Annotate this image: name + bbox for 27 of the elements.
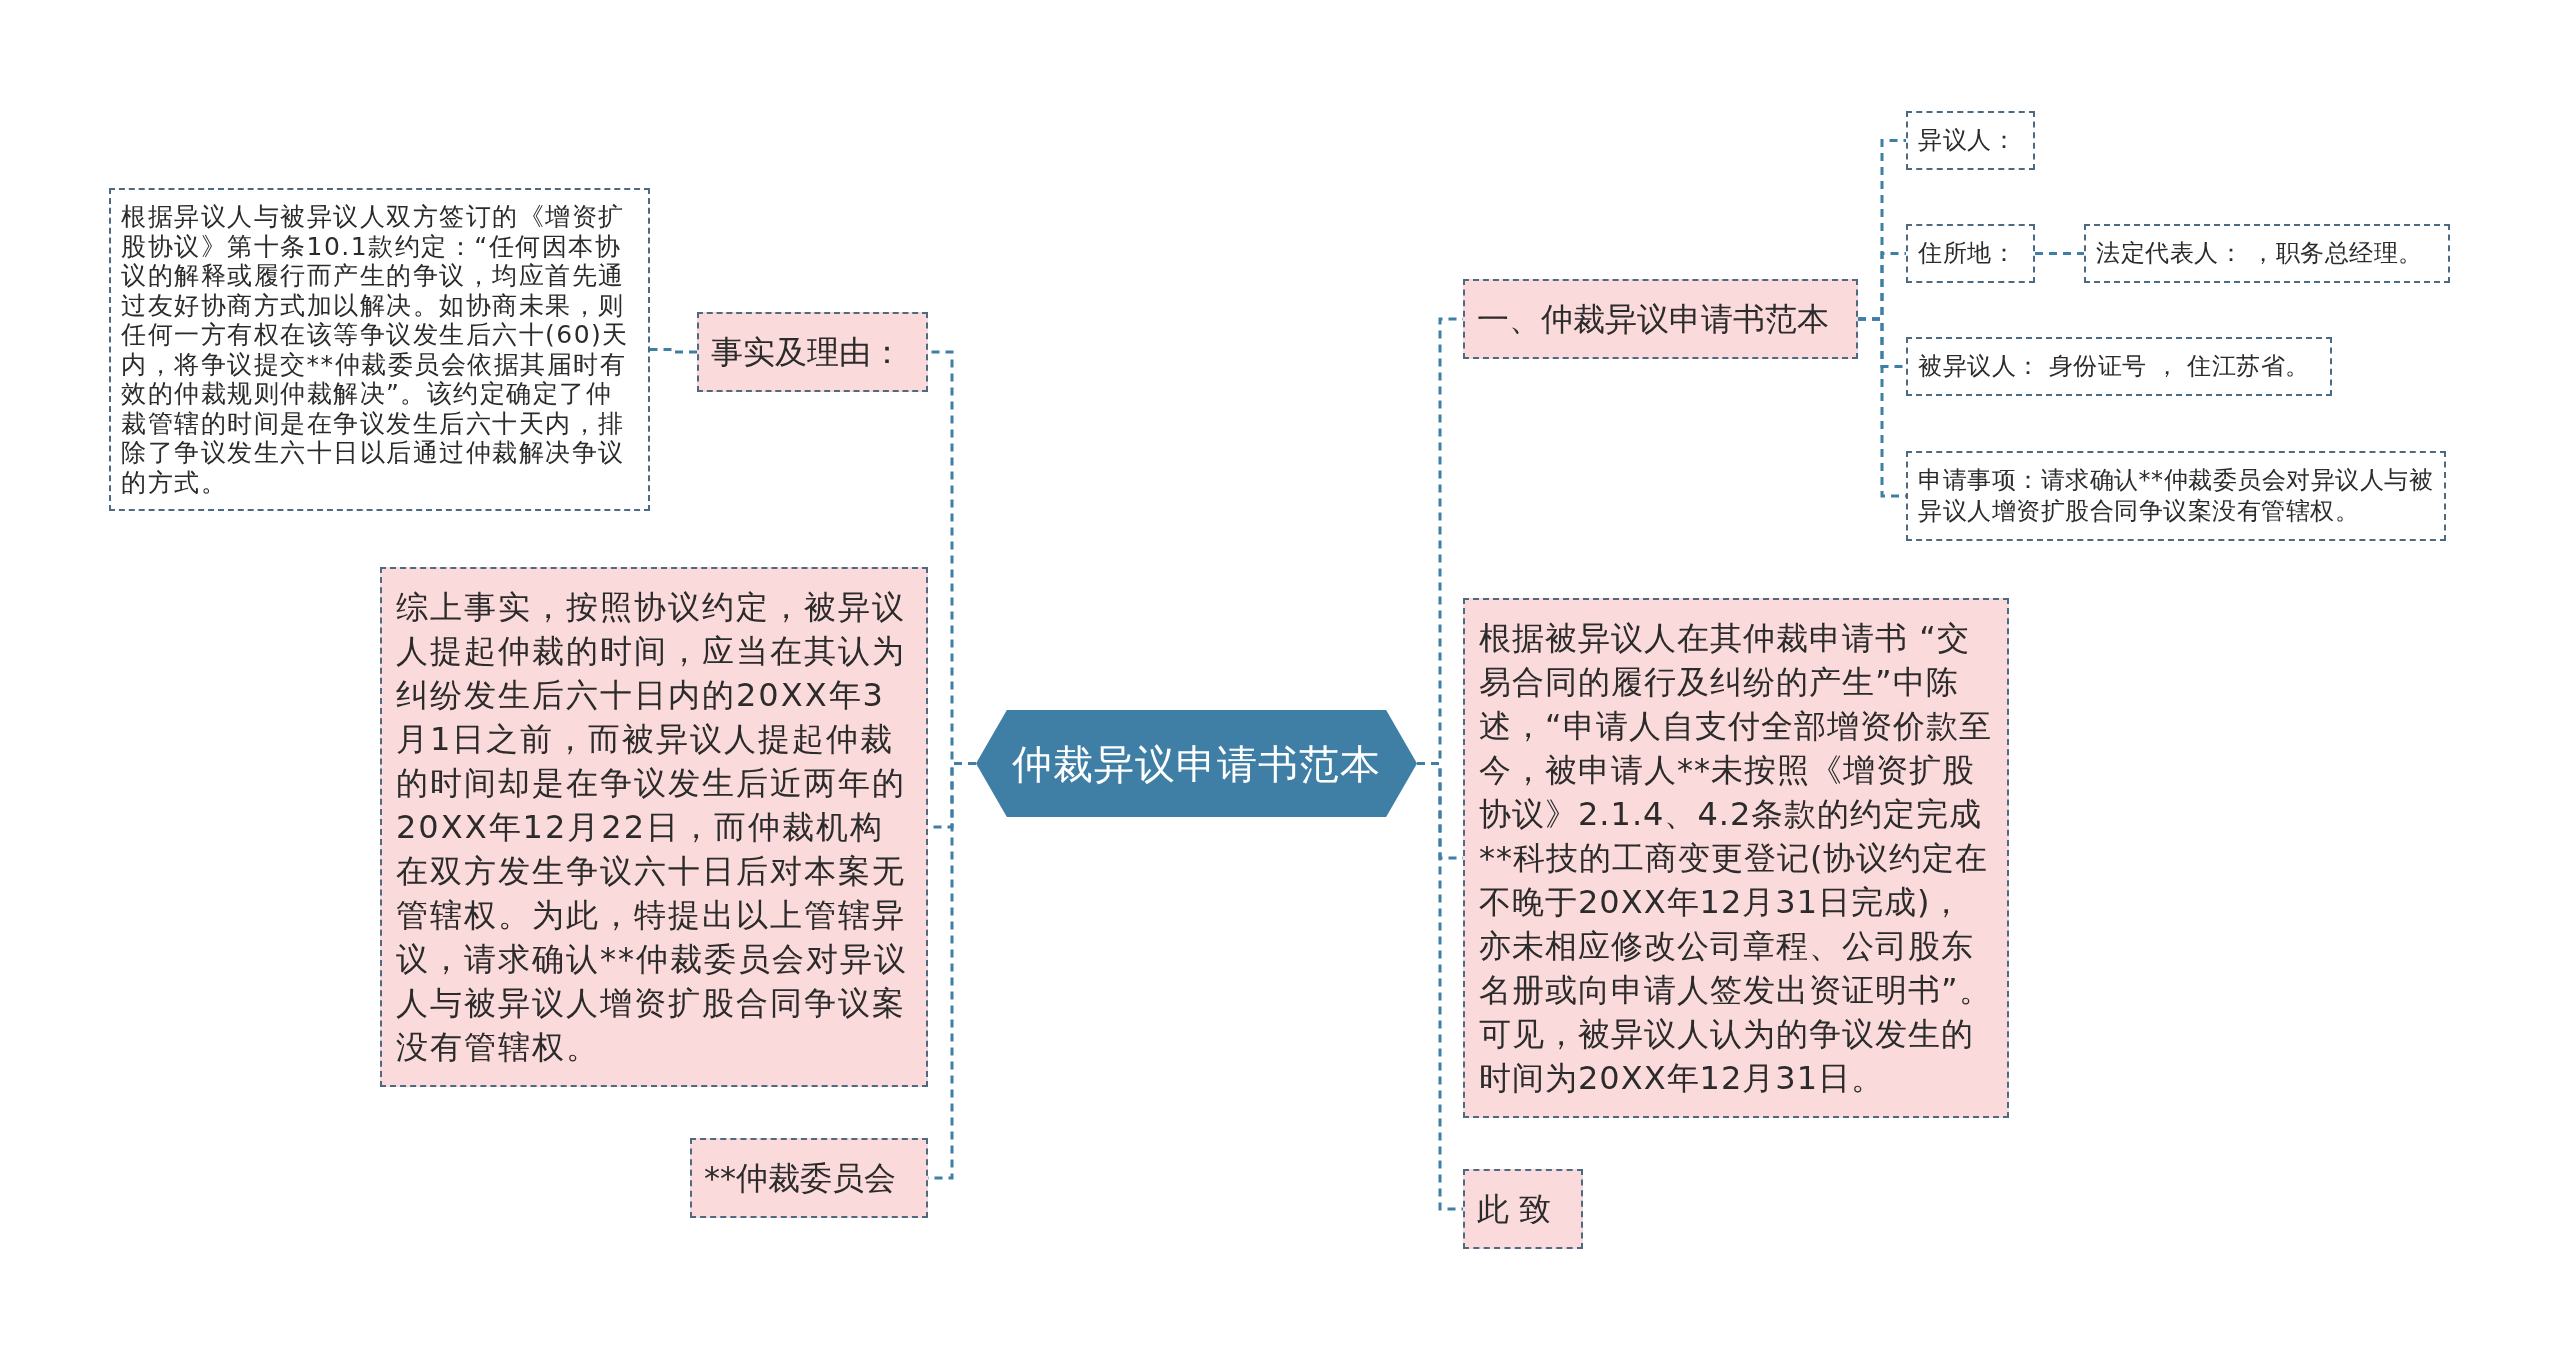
- node-text: 根据异议人与被异议人双方签订的《增资扩股协议》第十条10.1款约定：“任何因本协议的解释或履行而产生的争议，均应首先通过友好协商方式加以解决。如协商未果，则任何一方有权在该等争议发生后六十(60)天内，将争议提交**仲裁委员会依据其届时有效的仲裁规则仲裁解决”。该约定确定了仲裁管辖的时间是在争议发生后六十天内，排除了争议发生六十日以后通过仲裁解决争议的方式。: [121, 202, 630, 497]
- connector-line: [1417, 762, 1463, 1211]
- node-text: 被异议人： 身份证号 ， 住江苏省。: [1918, 351, 2311, 382]
- connector-line: [650, 348, 697, 354]
- detail-card: [1906, 224, 2035, 283]
- topic-card: [697, 312, 928, 392]
- detail-card: [1906, 451, 2446, 541]
- node-text: 异议人：: [1918, 125, 2017, 156]
- detail-card: [1906, 111, 2035, 170]
- detail-card: [1906, 337, 2332, 396]
- connector-line: [2035, 252, 2084, 255]
- node-text: 住所地：: [1918, 238, 2017, 269]
- topic-card: [1463, 1169, 1583, 1249]
- central-topic: [976, 710, 1417, 817]
- node-text: 综上事实，按照协议约定，被异议人提起仲裁的时间，应当在其认为纠纷发生后六十日内的20XX年3月1日之前，而被异议人提起仲裁的时间却是在争议发生后近两年的20XX年12月22日，而仲裁机构在双方发生争议六十日后对本案无管辖权。为此，特提出以上管辖异议，请求确认**仲裁委员会对异议人与被异议人增资扩股合同争议案没有管辖权。: [396, 587, 909, 1068]
- topic-title: 仲裁异议申请书范本: [1012, 739, 1381, 788]
- node-text: 法定代表人： ，职务总经理。: [2096, 238, 2424, 269]
- node-text: 申请事项：请求确认**仲裁委员会对异议人与被异议人增资扩股合同争议案没有管辖权。: [1918, 465, 2434, 527]
- node-text: 此 致: [1477, 1189, 1553, 1230]
- node-text: 一、仲裁异议申请书范本: [1477, 299, 1830, 340]
- detail-card: [2084, 224, 2450, 283]
- topic-card: [690, 1138, 928, 1218]
- connector-line: [1858, 317, 1906, 498]
- topic-card: [1463, 279, 1858, 359]
- node-text: 根据被异议人在其仲裁申请书 “交易合同的履行及纠纷的产生”中陈述，“申请人自支付全部增资价款至今，被申请人**未按照《增资扩股协议》2.1.4、4.2条款的约定完成**科技的工商变更登记(协议约定在不晚于20XX年12月31日完成)，亦未相应修改公司章程、公司股东名册或向申请人签发出资证明书”。可见，被异议人认为的争议发生的时间为20XX年12月31日。: [1479, 618, 1993, 1099]
- node-text: 事实及理由：: [711, 332, 904, 373]
- node-text: **仲裁委员会: [704, 1158, 897, 1199]
